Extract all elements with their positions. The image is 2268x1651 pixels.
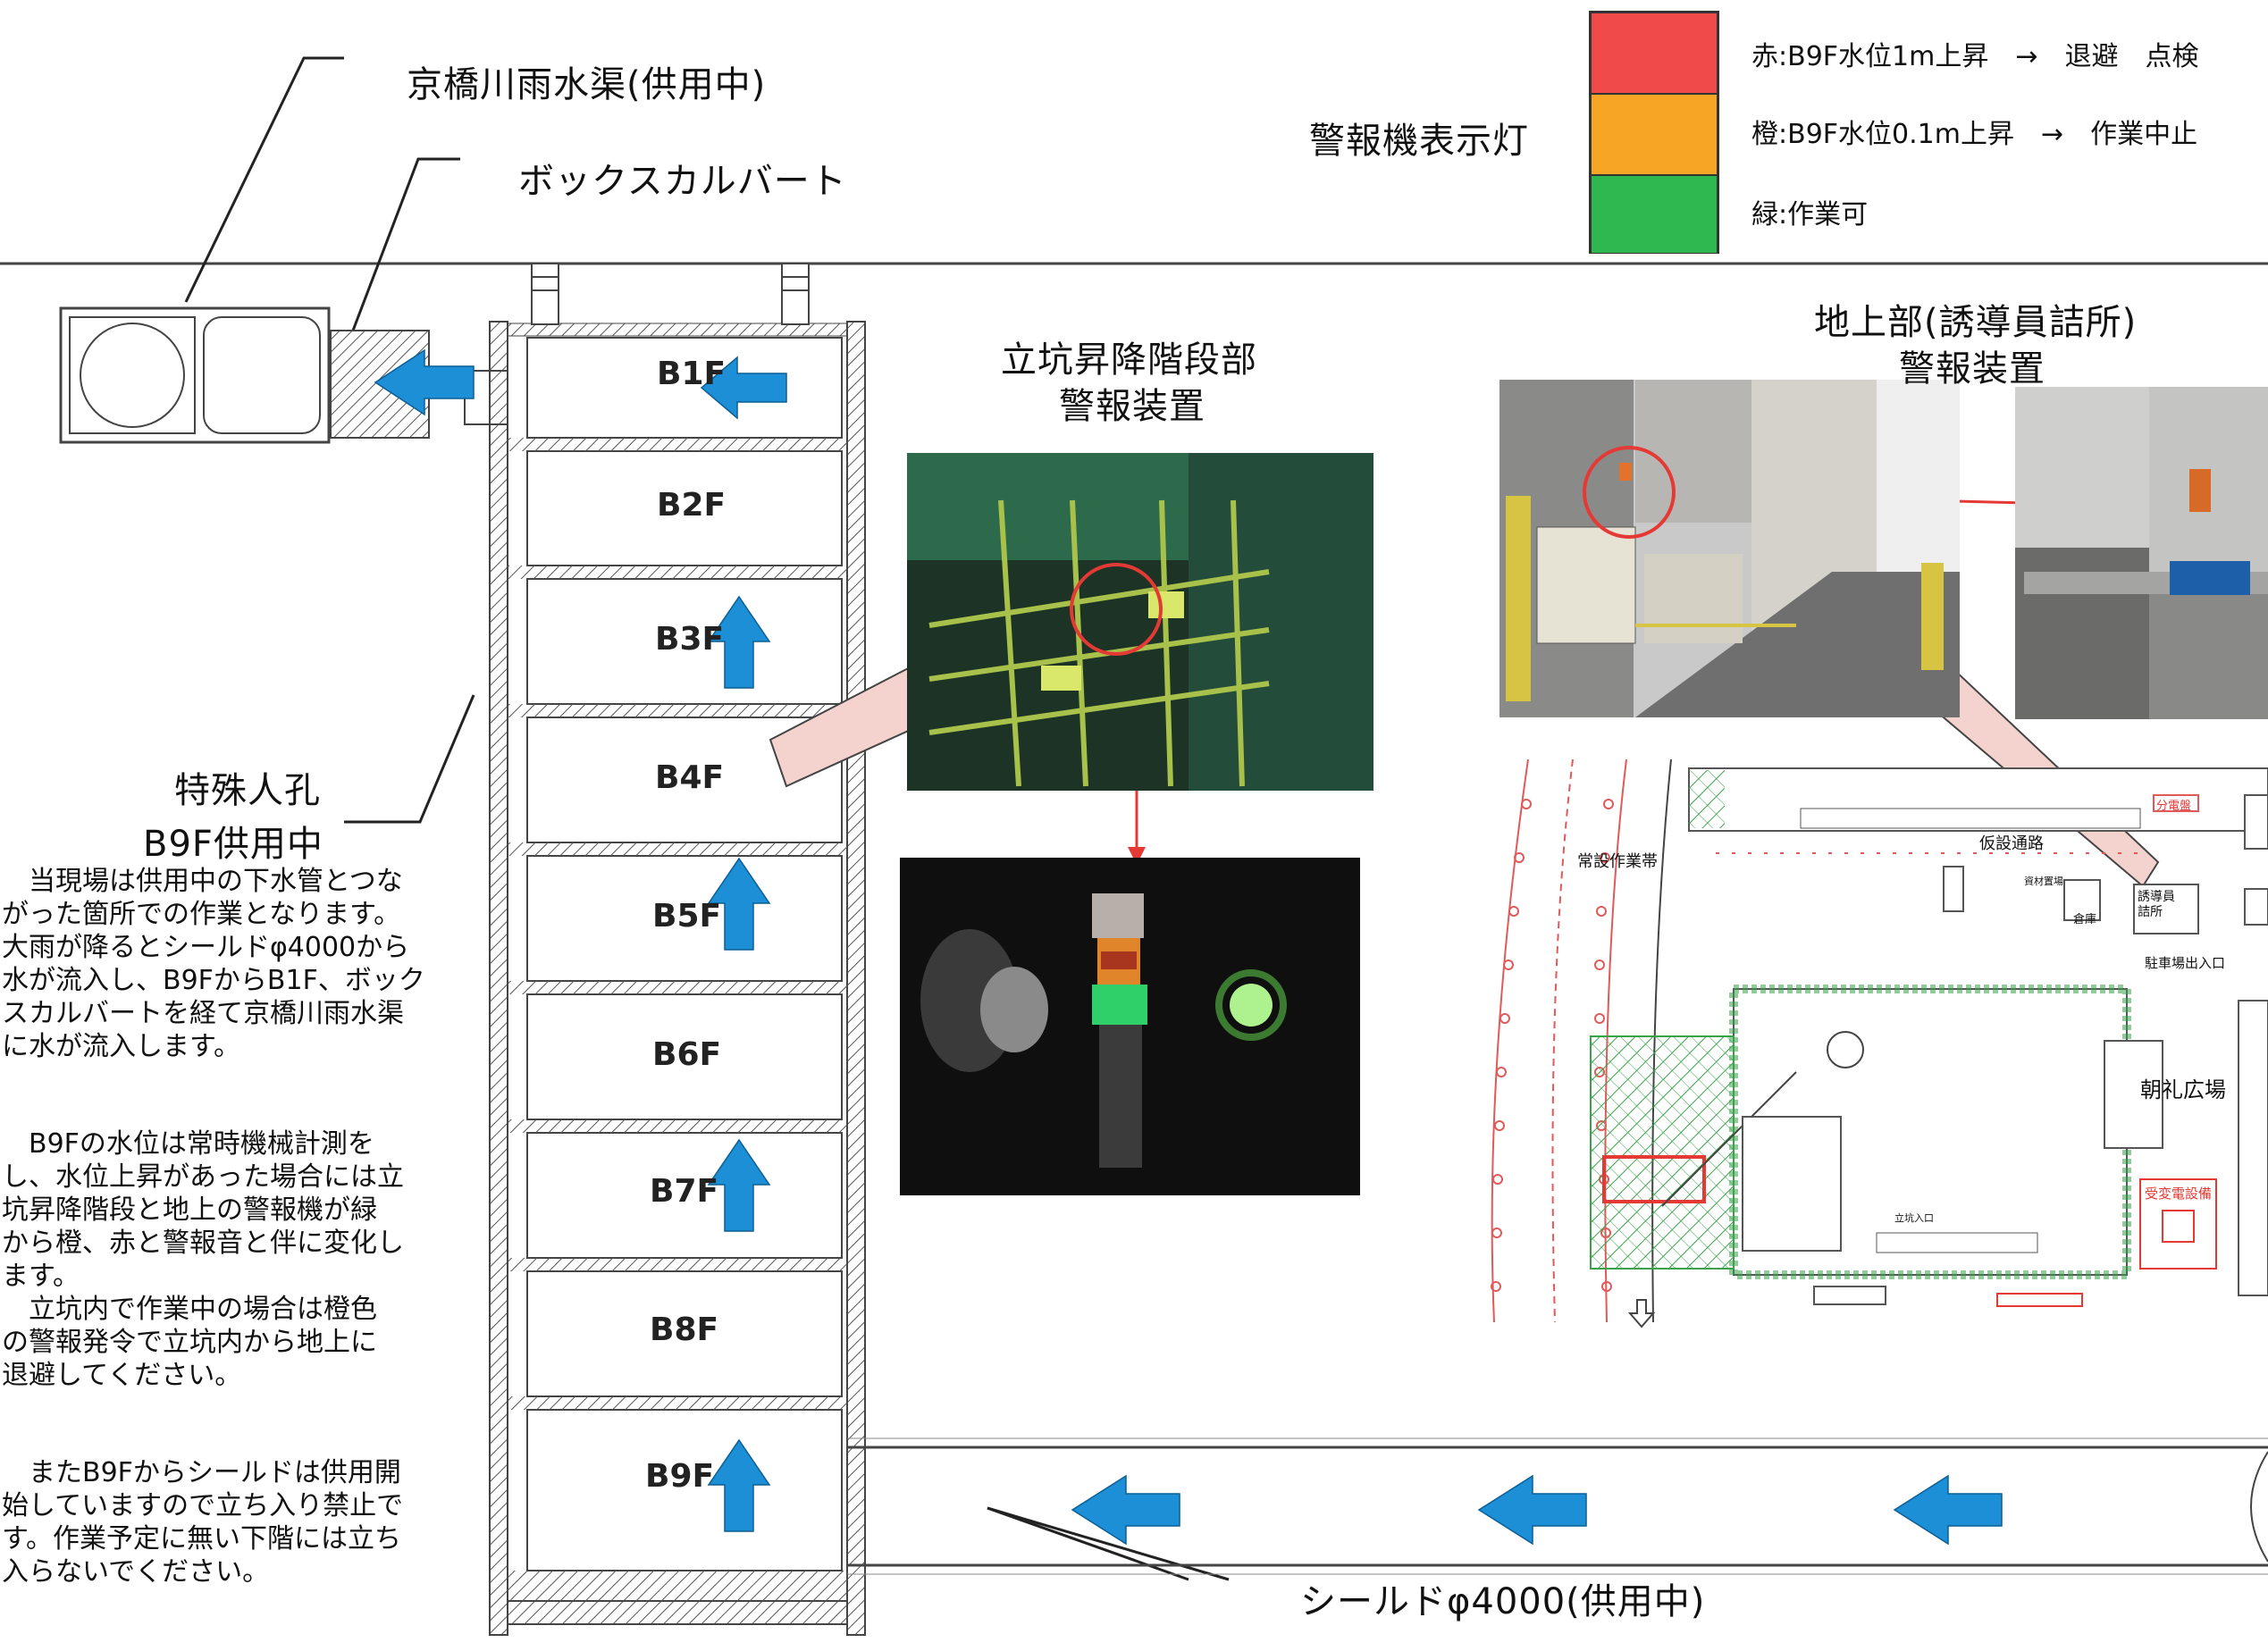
arrow-left-shield-2-icon	[1477, 1474, 1587, 1546]
description-para-3: またB9Fからシールドは供用開 始していますので立ち入り禁止で す。作業予定に無…	[2, 1457, 404, 1588]
legend-orange-swatch	[1592, 95, 1717, 176]
arrow-left-shield-1-icon	[1071, 1474, 1180, 1546]
legend-green-swatch	[1592, 176, 1717, 253]
site-plan-label-material-yard: 資材置場	[2024, 876, 2063, 887]
legend-red-text: 赤:B9F水位1m上昇 → 退避 点検	[1751, 41, 2199, 72]
arrow-left-culvert-icon	[374, 348, 475, 416]
site-plan-label-shaft-entrance: 立坑入口	[1894, 1212, 1934, 1224]
floor-label-b6f: B6F	[652, 1036, 722, 1073]
description-para-2: B9Fの水位は常時機械計測を し、水位上昇があった場合には立 坑昇降階段と地上の…	[2, 1128, 404, 1391]
legend-red-swatch	[1592, 13, 1717, 95]
floor-label-b5f: B5F	[652, 898, 722, 934]
floor-label-b4f: B4F	[655, 759, 725, 796]
alarm-lamp-legend	[1589, 11, 1719, 254]
manhole-leader	[344, 694, 475, 824]
stair-alarm-caption-1: 立坑昇降階段部	[1001, 339, 1257, 381]
shield-tunnel	[847, 1437, 2268, 1575]
ground-alarm-caption-2: 警報装置	[1899, 348, 2045, 390]
floor-label-b8f: B8F	[650, 1312, 719, 1348]
arrow-up-b7f-icon	[707, 1138, 771, 1232]
arrow-left-shield-3-icon	[1893, 1474, 2003, 1546]
floor-label-b7f: B7F	[650, 1173, 719, 1210]
manhole-label-line2: B9F供用中	[143, 824, 323, 865]
shield-label: シールドφ4000(供用中)	[1300, 1581, 1706, 1622]
floor-label-b9f: B9F	[645, 1458, 715, 1495]
photo-stair-alarm	[907, 453, 1373, 791]
arrow-left-b1f-icon	[700, 356, 787, 420]
alarm-lamp-title: 警報機表示灯	[1309, 121, 1529, 162]
site-plan-label-warehouse: 倉庫	[2073, 913, 2097, 926]
box-culvert	[59, 306, 508, 444]
description-para-1: 当現場は供用中の下水管とつな がった箇所での作業となります。 大雨が降るとシール…	[2, 866, 425, 1062]
photo-stair-lamp	[900, 858, 1360, 1195]
ground-alarm-caption-1: 地上部(誘導員詰所)	[1814, 302, 2138, 343]
site-plan-label-panel: 分電盤	[2156, 800, 2192, 813]
site-plan-label-assembly-area: 朝礼広場	[2140, 1077, 2226, 1102]
photo-ground-lamp	[2015, 387, 2268, 719]
culvert-leader	[351, 157, 460, 331]
canal-leader	[184, 56, 344, 303]
site-plan-label-guard-booth: 誘導員 詰所	[2138, 890, 2175, 919]
flow-arrows	[374, 348, 2003, 1546]
site-plan-label-parking-exit: 駐車場出入口	[2145, 955, 2226, 971]
site-plan-label-substation: 受変電設備	[2145, 1186, 2213, 1202]
manhole-label-line1: 特殊人孔	[174, 770, 321, 811]
floor-label-b2f: B2F	[657, 487, 727, 524]
box-culvert-label: ボックスカルバート	[518, 161, 847, 202]
photo-ground-street	[1499, 380, 1960, 717]
shield-leader	[987, 1506, 1230, 1581]
site-plan	[1491, 758, 2268, 1328]
arrow-up-b5f-icon	[707, 857, 771, 951]
arrow-up-b9f-icon	[707, 1438, 771, 1532]
floor-label-b1f: B1F	[657, 356, 727, 392]
site-plan-label-work-zone: 常設作業帯	[1577, 852, 1658, 871]
legend-orange-text: 橙:B9F水位0.1m上昇 → 作業中止	[1751, 119, 2198, 150]
canal-label: 京橋川雨水渠(供用中)	[407, 64, 767, 105]
shaft-structure	[489, 263, 866, 1636]
legend-green-text: 緑:作業可	[1751, 199, 1869, 230]
arrow-up-b3f-icon	[707, 595, 771, 689]
floor-label-b3f: B3F	[655, 621, 725, 658]
stair-alarm-caption-2: 警報装置	[1059, 386, 1205, 427]
site-plan-label-temp-passage: 仮設通路	[1979, 834, 2044, 853]
